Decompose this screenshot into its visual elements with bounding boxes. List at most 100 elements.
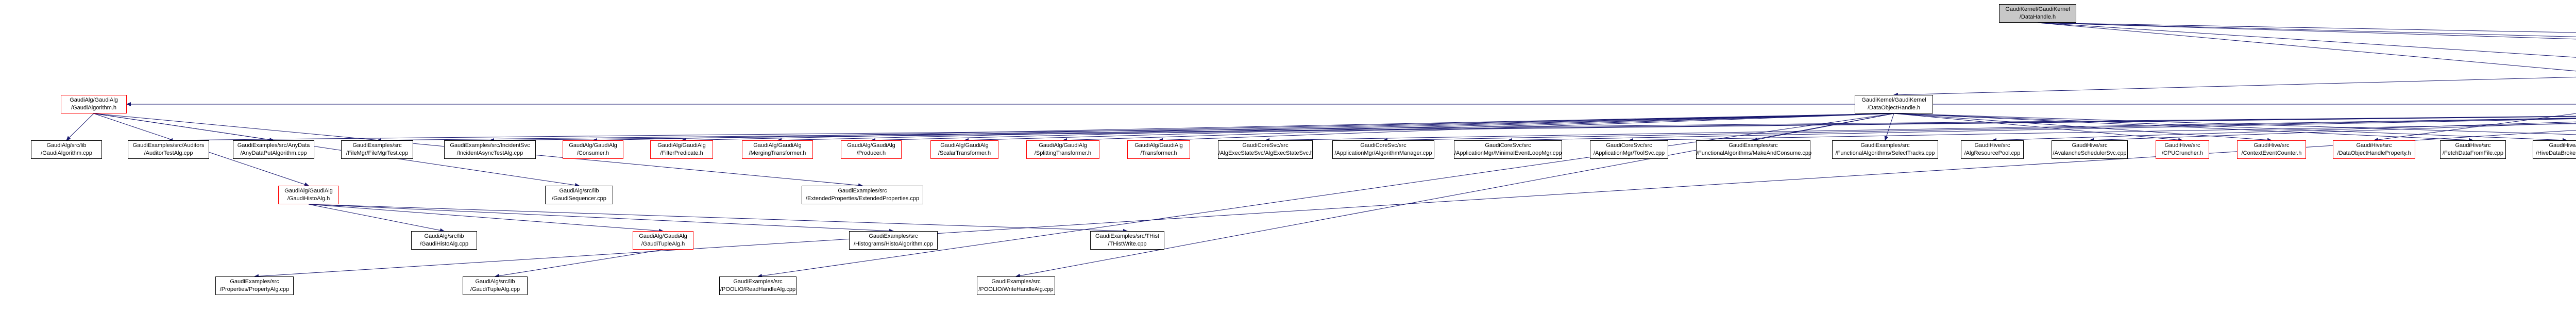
graph-node-b4n1[interactable]: GaudiAlg/src/lib/GaudiAlgorithm.cpp [31,140,102,159]
node-label-line: /POOLIO/WriteHandleAlg.cpp [978,286,1054,292]
graph-node-b7n2[interactable]: GaudiAlg/src/lib/GaudiTupleAlg.cpp [463,276,528,295]
graph-node-b5n2[interactable]: GaudiAlg/src/lib/GaudiSequencer.cpp [545,186,613,204]
graph-node-b4n25[interactable]: GaudiHive/src/HiveDataBrokerSvc.cpp [2533,140,2576,159]
node-label-line: GaudiAlg/src/lib [46,142,87,149]
node-label-line: /ContextEventCounter.h [2241,150,2302,156]
node-label-line: GaudiHive/src [2164,142,2200,149]
include-edge [2089,122,2576,142]
node-label-line: /AlgExecStateSvc/AlgExecStateSvc.h [1218,150,1314,156]
node-label-line: GaudiAlg/src/lib [559,188,599,194]
graph-node-b4n9[interactable]: GaudiAlg/GaudiAlg/Producer.h [841,140,902,159]
graph-node-b4n24[interactable]: GaudiHive/src/FetchDataFromFile.cpp [2440,140,2506,159]
include-edge [377,116,2576,142]
node-label-line: GaudiHive/src [2455,142,2491,149]
include-edge [1893,113,2473,142]
node-label-line: /ExtendedProperties/ExtendedProperties.c… [805,195,920,202]
include-edge [757,113,1894,278]
node-label-line: GaudiAlg/GaudiAlg [70,97,118,103]
graph-node-b4n3[interactable]: GaudiExamples/src/AnyData/AnyDataPutAlgo… [233,140,314,159]
node-label-line: /SplittingTransformer.h [1034,150,1092,156]
node-label-line: /GaudiSequencer.cpp [552,195,606,202]
graph-node-b4n22[interactable]: GaudiHive/src/ContextEventCounter.h [2237,140,2306,159]
node-label-line: GaudiExamples/src/IncidentSvc [450,142,530,149]
graph-node-b6n3[interactable]: GaudiExamples/src/Histograms/HistoAlgori… [849,231,938,250]
node-label-line: /IncidentAsyncTestAlg.cpp [456,150,523,156]
node-label-line: GaudiKernel/GaudiKernel [1861,97,1926,103]
include-edge [1062,113,1894,142]
graph-node-b4n10[interactable]: GaudiAlg/GaudiAlg/ScalarTransformer.h [930,140,998,159]
node-label-line: GaudiAlg/GaudiAlg [569,142,617,149]
include-edge [1753,113,1894,142]
node-label-line: /ScalarTransformer.h [938,150,991,156]
node-label-line: /GaudiHistoAlg.h [287,195,330,202]
graph-node-b4n18[interactable]: GaudiExamples/src/FunctionalAlgorithms/S… [1832,140,1938,159]
include-edge [2037,22,2576,58]
graph-node-b4n7[interactable]: GaudiAlg/GaudiAlg/FilterPredicate.h [650,140,713,159]
graph-node-b4n23[interactable]: GaudiHive/src/DataObjectHandleProperty.h [2333,140,2415,159]
include-edge [66,113,94,141]
node-label-line: /FetchDataFromFile.cpp [2443,150,2503,156]
graph-node-root[interactable]: GaudiKernel/GaudiKernel/DataHandle.h [1999,4,2076,23]
graph-node-b7n3[interactable]: GaudiExamples/src/POOLIO/ReadHandleAlg.c… [719,276,796,295]
include-edge [871,113,1894,142]
include-edge [1893,113,2272,142]
node-label-line: /FunctionalAlgorithms/SelectTracks.cpp [1835,150,1935,156]
graph-node-b4n6[interactable]: GaudiAlg/GaudiAlg/Consumer.h [563,140,623,159]
graph-node-b7n4[interactable]: GaudiExamples/src/POOLIO/WriteHandleAlg.… [977,276,1055,295]
node-label-line: GaudiCoreSvc/src [1242,142,1289,149]
include-edge [1884,113,1894,141]
graph-node-b4n19[interactable]: GaudiHive/src/AlgResourcePool.cpp [1961,140,2024,159]
include-edge [1015,113,1894,278]
graph-node-b4n14[interactable]: GaudiCoreSvc/src/ApplicationMgr/Algorith… [1332,140,1434,159]
include-edge [1893,113,2183,142]
graph-node-b4n21[interactable]: GaudiHive/src/CPUCruncher.h [2156,140,2209,159]
node-label-line: /ApplicationMgr/ToolSvc.cpp [1593,150,1665,156]
node-label-line: GaudiExamples/src [230,279,279,285]
include-edge [1507,118,2576,142]
node-label-line: GaudiExamples/src [1860,142,1910,149]
node-label-line: GaudiKernel/GaudiKernel [2005,6,2070,12]
graph-node-b4n13[interactable]: GaudiCoreSvc/src/AlgExecStateSvc/AlgExec… [1218,140,1313,159]
node-label-line: GaudiHive/src [1974,142,2010,149]
node-label-line: GaudiCoreSvc/src [1485,142,1531,149]
graph-node-b4n4[interactable]: GaudiExamples/src/FileMgr/FileMgrTest.cp… [341,140,413,159]
node-label-line: GaudiAlg/src/lib [424,233,464,239]
node-label-line: GaudiAlg/GaudiAlg [1039,142,1087,149]
node-label-line: GaudiAlg/GaudiAlg [657,142,706,149]
graph-node-galg[interactable]: GaudiAlg/GaudiAlg/GaudiAlgorithm.h [61,95,127,113]
include-edge [168,116,2576,142]
node-label-line: /Histograms/HistoAlgorithm.cpp [853,241,934,247]
graph-node-b4n5[interactable]: GaudiExamples/src/IncidentSvc/IncidentAs… [444,140,536,159]
graph-node-b4n11[interactable]: GaudiAlg/GaudiAlg/SplittingTransformer.h [1026,140,1099,159]
node-label-line: /FileMgr/FileMgrTest.cpp [346,150,409,156]
graph-node-b4n15[interactable]: GaudiCoreSvc/src/ApplicationMgr/MinimalE… [1454,140,1562,159]
include-edge [681,113,1894,142]
node-label-line: /FunctionalAlgorithms/MakeAndConsume.cpp [1697,150,1812,156]
node-label-line: /AlgResourcePool.cpp [1964,150,2021,156]
node-label-line: /MergingTransformer.h [749,150,806,156]
graph-node-b5n3[interactable]: GaudiExamples/src/ExtendedProperties/Ext… [802,186,923,204]
graph-node-doh[interactable]: GaudiKernel/GaudiKernel/DataObjectHandle… [1855,95,1933,113]
include-edge [1893,113,2567,142]
node-label-line: /AuditorTestAlg.cpp [144,150,193,156]
graph-node-b4n8[interactable]: GaudiAlg/GaudiAlg/MergingTransformer.h [742,140,813,159]
node-label-line: GaudiAlg/GaudiAlg [284,188,333,194]
graph-node-b6n2[interactable]: GaudiAlg/GaudiAlg/GaudiTupleAlg.h [633,231,693,250]
graph-node-b4n12[interactable]: GaudiAlg/GaudiAlg/Transformer.h [1127,140,1190,159]
include-edge [1158,113,1894,142]
graph-node-b6n4[interactable]: GaudiExamples/src/THist/THistWrite.cpp [1090,231,1164,250]
graph-node-b4n16[interactable]: GaudiCoreSvc/src/ApplicationMgr/ToolSvc.… [1590,140,1668,159]
node-label-line: GaudiHive/src [2072,142,2108,149]
node-label-line: GaudiExamples/src [352,142,402,149]
graph-node-b6n1[interactable]: GaudiAlg/src/lib/GaudiHistoAlg.cpp [411,231,477,250]
include-edge [2037,22,2576,37]
include-edge [1383,118,2576,142]
graph-node-b4n17[interactable]: GaudiExamples/src/FunctionalAlgorithms/M… [1696,140,1812,159]
include-edge [592,113,1894,142]
graph-node-b4n20[interactable]: GaudiHive/src/AvalancheSchedulerSvc.cpp [2052,140,2128,159]
graph-node-b5n1[interactable]: GaudiAlg/GaudiAlg/GaudiHistoAlg.h [278,186,339,204]
graph-node-b4n2[interactable]: GaudiExamples/src/Auditors/AuditorTestAl… [128,140,209,159]
node-label-line: /ApplicationMgr/MinimalEventLoopMgr.cpp [1454,150,1562,156]
graph-node-b7n1[interactable]: GaudiExamples/src/Properties/PropertyAlg… [215,276,294,295]
